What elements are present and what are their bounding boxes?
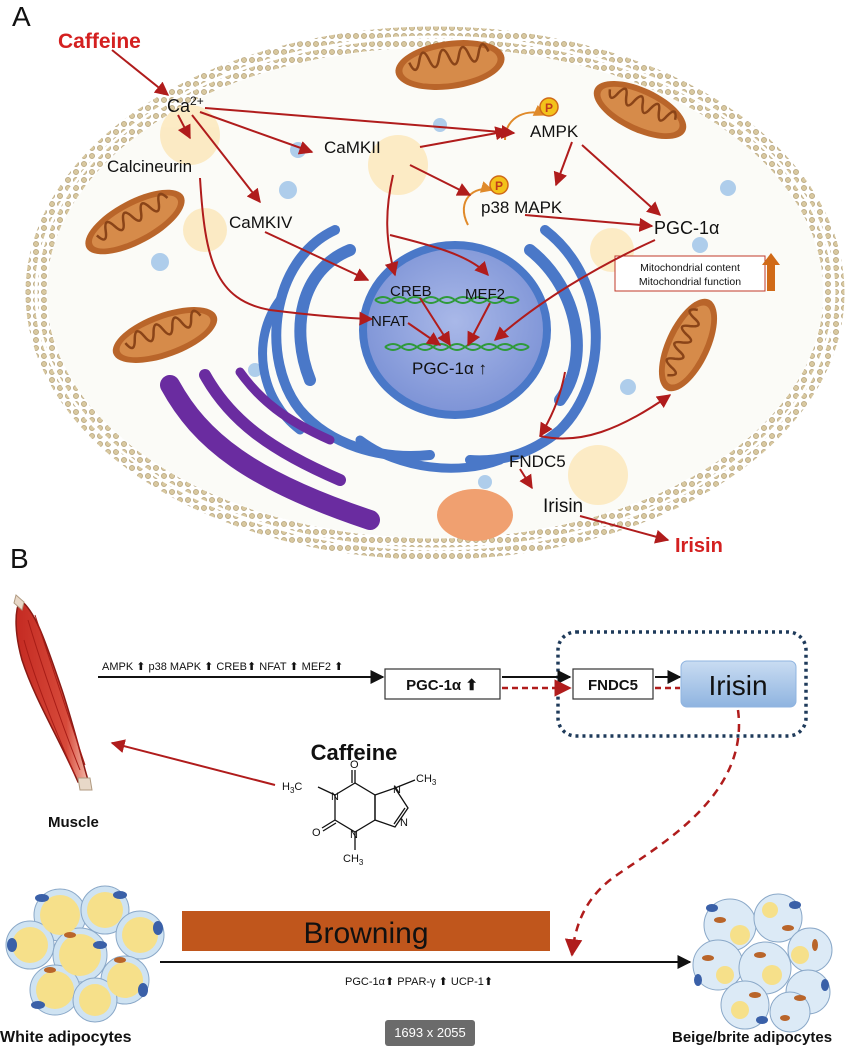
creb-label: CREB [390,283,432,300]
dna-strands [374,296,530,351]
calcium-label: Ca2+ [167,94,204,116]
irisin-box-text: Irisin [708,670,767,701]
signaling-arrows [111,49,672,544]
panel-a: A [12,1,845,560]
mito-function-text: Mitochondrial function [639,276,741,288]
browning-label: Browning [303,917,428,950]
irisin-to-browning-dashed [564,709,741,957]
browning-markers: PGC-1α⬆ PPAR-γ ⬆ UCP-1⬆ [345,976,493,988]
caffeine-molecule [317,770,416,850]
caffeine-molecule-atoms: O O N N N N H3C CH3 CH3 [282,759,437,867]
camkiv-label: CaMKIV [229,213,293,232]
golgi-apparatus [160,367,380,530]
svg-text:P: P [495,179,503,193]
irisin-secreted-label: Irisin [675,535,723,557]
muscle-illustration [13,594,93,791]
panel-b: B Muscle AMPK ⬆ p38 MAPK ⬆ CREB⬆ NFAT ⬆ … [0,543,833,1046]
svg-text:O: O [350,759,359,771]
svg-text:CH3: CH3 [416,773,437,787]
caffeine-to-muscle-arrow [110,739,276,786]
mito-content-text: Mitochondrial content [640,262,740,274]
peroxisome [437,489,513,541]
nucleus [359,241,551,419]
pathway-text: AMPK ⬆ p38 MAPK ⬆ CREB⬆ NFAT ⬆ MEF2 ⬆ [102,661,343,673]
beige-adipocytes-label: Beige/brite adipocytes [672,1029,832,1046]
endoplasmic-reticulum [258,225,601,473]
pgc1a-box [384,668,501,700]
white-adipocytes-label: White adipocytes [0,1029,132,1046]
mef2-label: MEF2 [465,286,505,303]
browning-bar [182,911,550,951]
mito-up-arrow [762,253,780,291]
nfat-label: NFAT [371,313,408,330]
camkii-label: CaMKII [324,138,381,157]
ampk-label: AMPK [530,122,579,141]
p38-mapk-label: p38 MAPK [481,198,563,217]
calcineurin-label: Calcineurin [107,157,192,176]
svg-text:N: N [350,829,358,841]
pgc1a-box-text: PGC-1α ⬆ [406,677,478,694]
phospho-ampk: P [504,97,559,141]
fndc5-box [572,668,654,700]
mito-effect-box: Mitochondrial content Mitochondrial func… [614,253,780,292]
svg-text:H3C: H3C [282,781,302,795]
svg-text:P: P [545,101,553,115]
irisin-box [680,660,797,708]
pgc1a-label: PGC-1α [654,218,719,238]
beige-adipocytes-illustration [692,893,833,1033]
pgc1a-nuclear-label: PGC-1α ↑ [412,359,487,378]
cell-membrane-outer [25,26,845,560]
panel-a-label: A [12,1,31,32]
caffeine-title-b: Caffeine [311,740,398,765]
panel-b-label: B [10,543,29,574]
cell-membrane-inner [37,38,833,548]
svg-text:O: O [312,827,321,839]
svg-text:N: N [331,791,339,803]
phospho-p38: P [462,175,509,226]
svg-text:N: N [400,817,408,829]
image-size-badge: 1693 x 2055 [385,1020,475,1046]
fndc5-label-a: FNDC5 [509,452,566,471]
fndc5-box-text: FNDC5 [588,677,638,694]
caffeine-label-a: Caffeine [58,30,141,53]
mitochondria [85,40,718,392]
muscle-label: Muscle [48,814,99,831]
svg-text:CH3: CH3 [343,853,364,867]
svg-text:N: N [393,784,401,796]
white-adipocytes-illustration [5,885,165,1023]
irisin-inner-label: Irisin [543,496,583,517]
